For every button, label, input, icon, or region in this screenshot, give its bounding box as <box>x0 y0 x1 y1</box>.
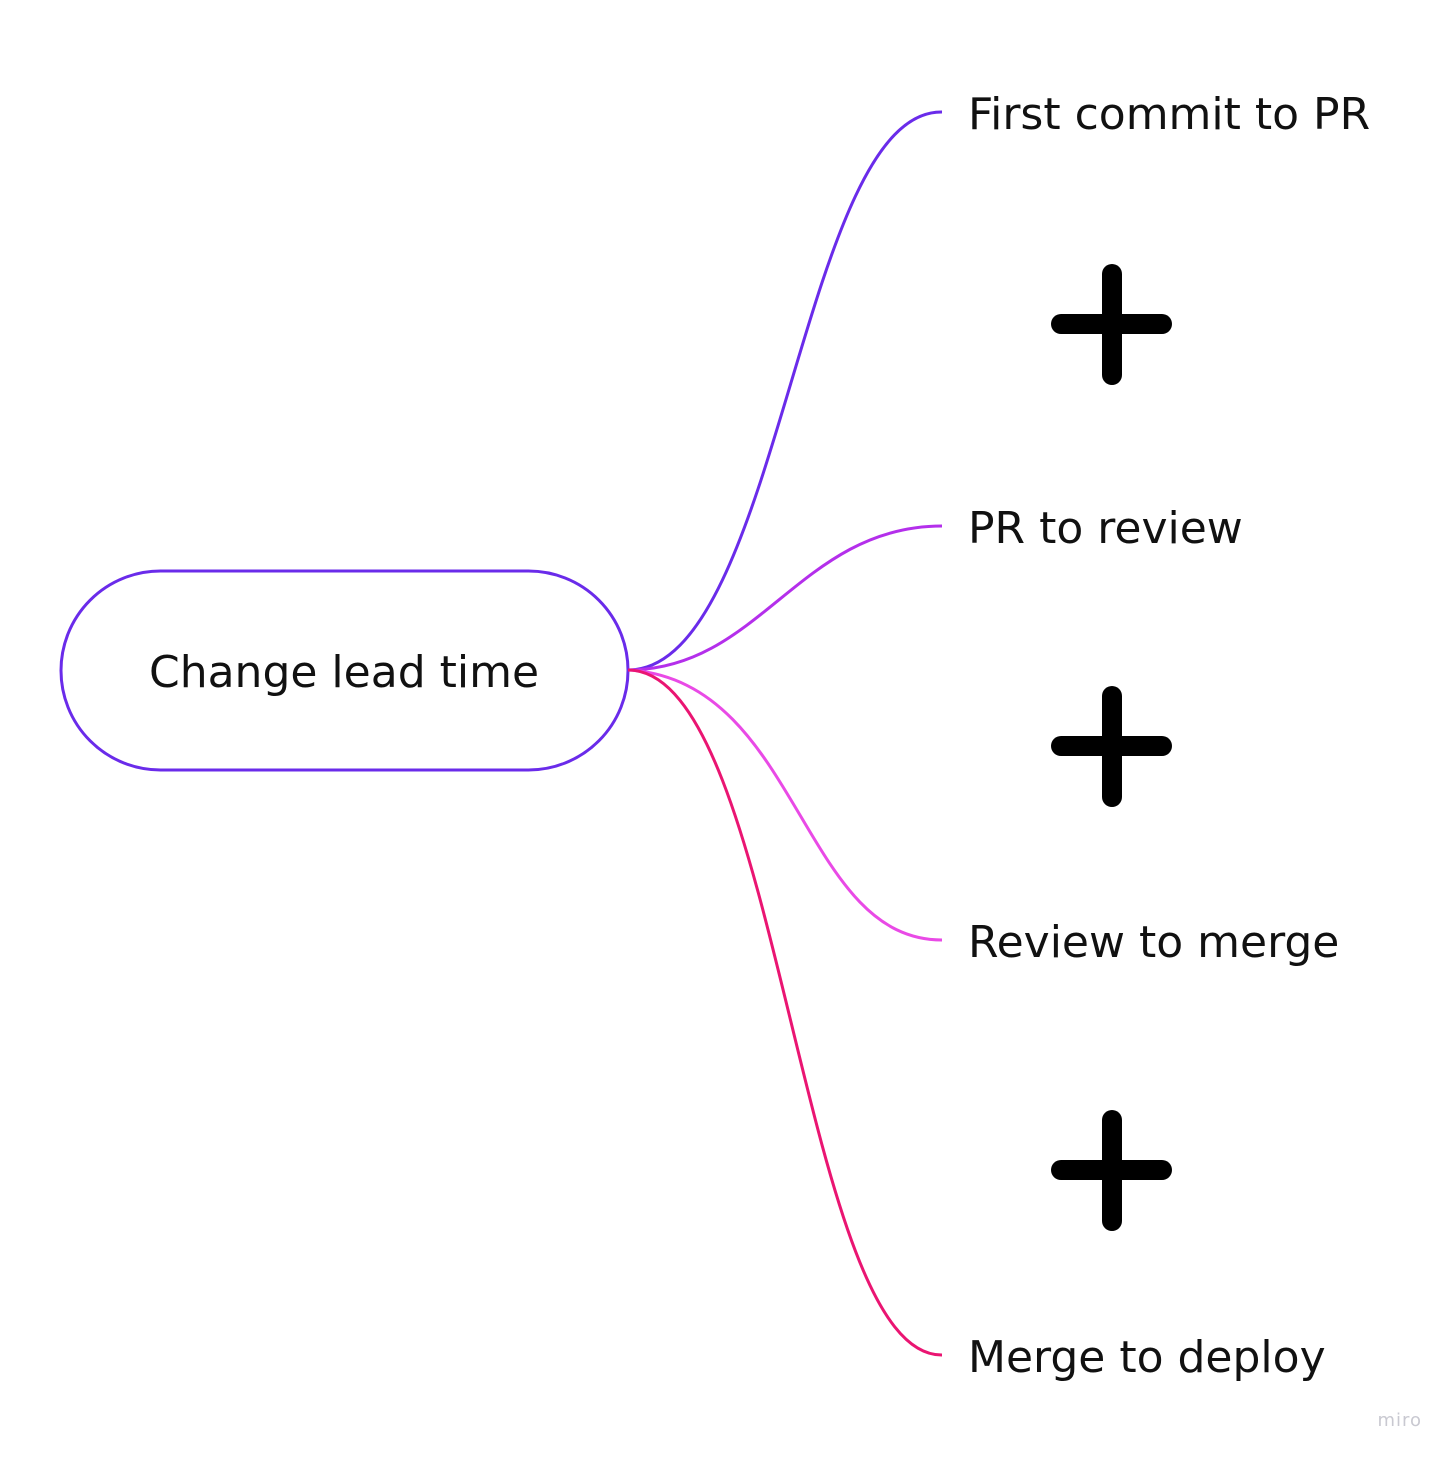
branch-label-review-to-merge[interactable]: Review to merge <box>968 917 1339 968</box>
root-node[interactable]: Change lead time <box>59 569 630 772</box>
miro-watermark: miro <box>1377 1410 1422 1431</box>
connector-review-to-merge <box>627 668 943 942</box>
plus-icon <box>1051 264 1172 385</box>
branch-label-first-commit-to-pr[interactable]: First commit to PR <box>968 89 1370 140</box>
branch-label-pr-to-review[interactable]: PR to review <box>968 503 1243 554</box>
connector-merge-to-deploy <box>627 668 943 1357</box>
root-node-label: Change lead time <box>149 647 539 698</box>
connector-first-commit-to-pr <box>627 110 943 672</box>
branch-label-merge-to-deploy[interactable]: Merge to deploy <box>968 1332 1326 1383</box>
plus-icon <box>1051 686 1172 807</box>
connector-pr-to-review <box>627 524 943 672</box>
plus-icon <box>1051 1110 1172 1231</box>
